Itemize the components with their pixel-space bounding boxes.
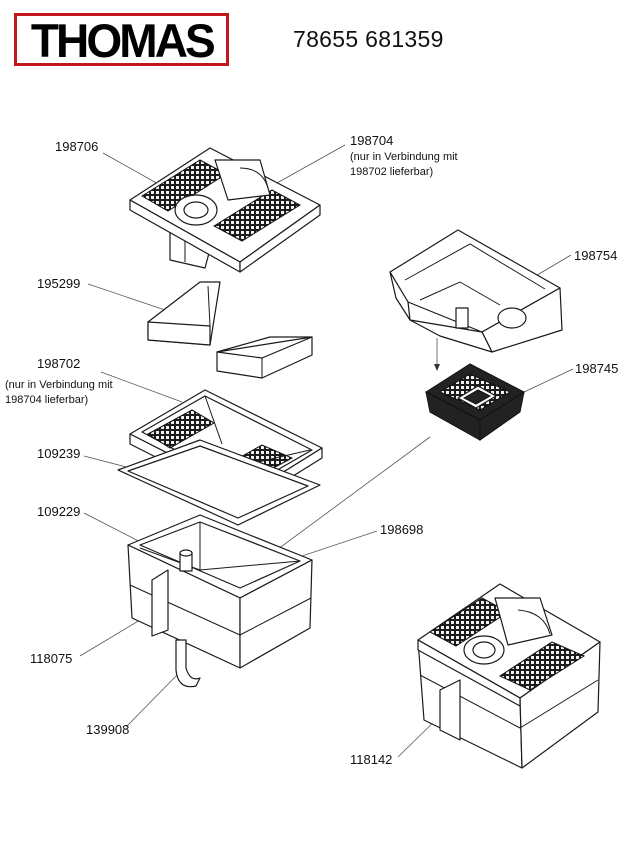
leader-198704 [267,144,346,189]
note-198704-line1: (nur in Verbindung mit [350,151,458,163]
leader-139908 [125,671,181,728]
label-109239: 109239 [37,446,81,461]
part-198754-housing [389,229,563,353]
part-118075-tank [127,514,313,688]
label-198698: 198698 [380,522,424,537]
label-198702: 198702 [37,356,81,371]
document-number: 78655 681359 [293,26,444,52]
logo-text: THOMAS [30,14,216,67]
label-139908: 139908 [86,722,130,737]
label-118142: 118142 [350,752,393,767]
note-198702-line2: 198704 lieferbar) [5,394,89,406]
leader-198706 [102,152,161,186]
label-109229: 109229 [37,504,81,519]
note-198702-line1: (nur in Verbindung mit [5,379,113,391]
label-198704: 198704 [350,133,394,148]
note-198704-line2: 198702 lieferbar) [350,166,434,178]
part-198745-grid-frame [424,363,526,441]
leader-195299 [87,283,166,311]
label-198754: 198754 [574,248,618,263]
part-118142-assembly [417,583,601,769]
label-198706: 198706 [55,139,99,154]
part-109239-seal [117,439,321,526]
part-198706-lid [129,147,321,273]
leader-198702 [100,371,183,403]
label-198745: 198745 [575,361,619,376]
label-118075: 118075 [30,651,73,666]
leader-198745 [521,368,574,394]
assembly-arrow-head [434,364,440,371]
thomas-logo: THOMAS [14,13,229,66]
label-195299: 195299 [37,276,81,291]
part-139908-hose [175,639,201,688]
part-195299-filters [147,281,313,379]
